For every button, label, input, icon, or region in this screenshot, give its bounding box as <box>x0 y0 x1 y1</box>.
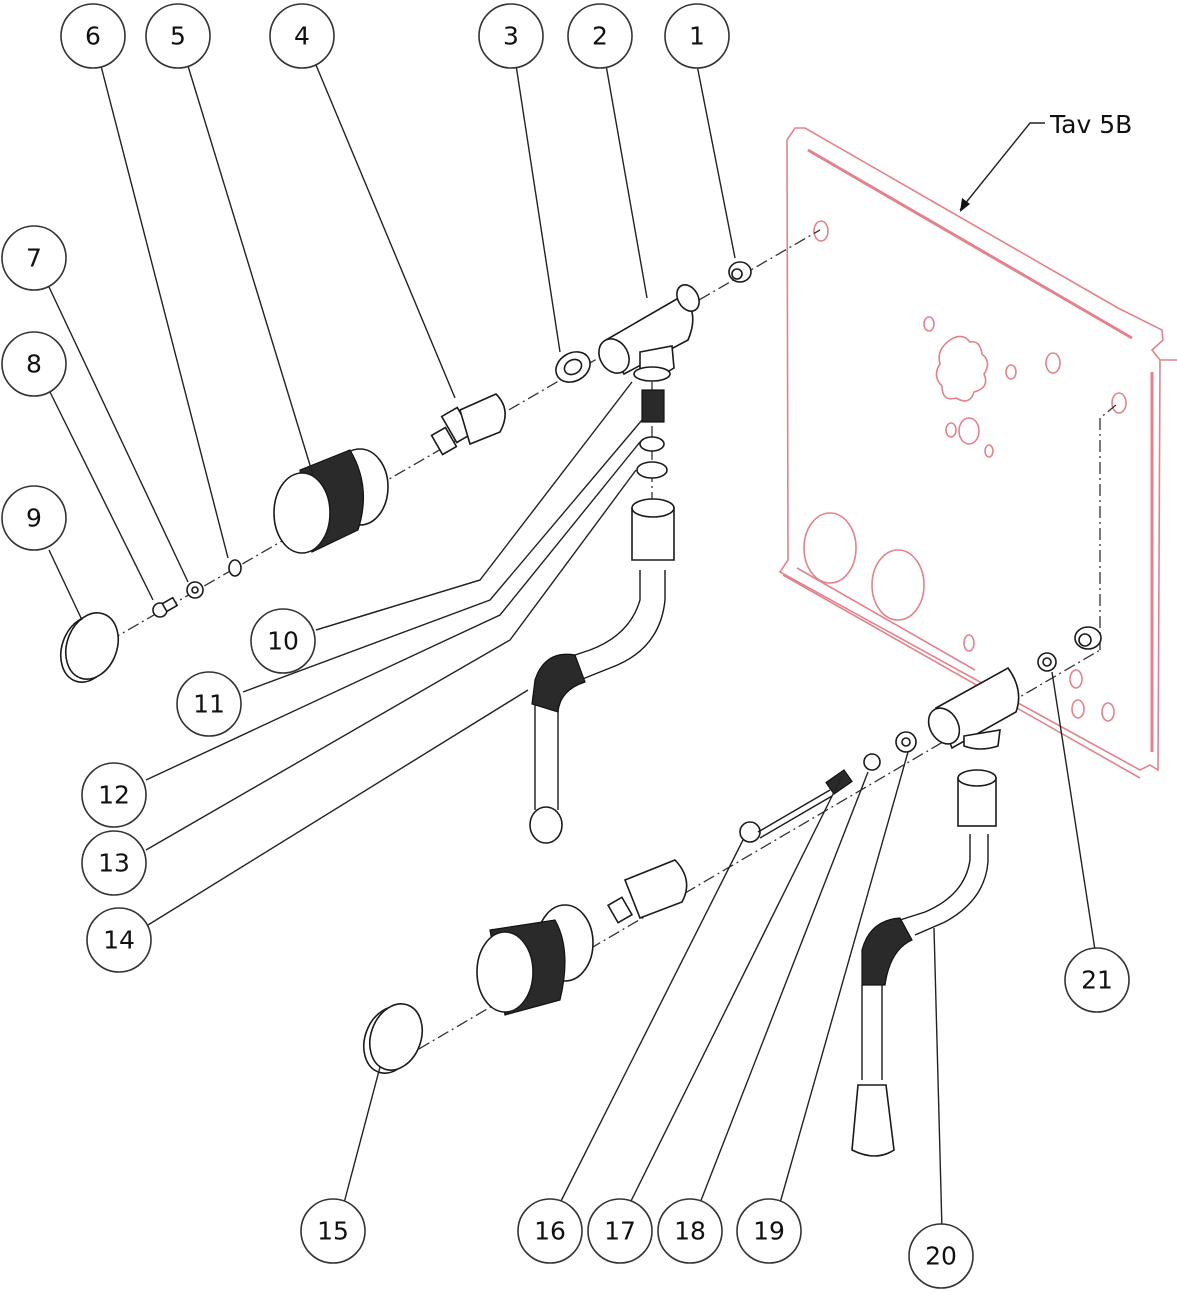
callout-4: 4 <box>269 3 335 69</box>
svg-text:19: 19 <box>753 1217 785 1246</box>
callout-11: 11 <box>176 671 242 737</box>
svg-text:9: 9 <box>26 504 42 533</box>
part-1-fitting <box>728 261 752 283</box>
part-6-washer <box>228 559 242 577</box>
callout-14: 14 <box>86 907 152 973</box>
part-tee-lower <box>927 666 1020 750</box>
svg-text:16: 16 <box>534 1217 566 1246</box>
part-19-washer <box>895 731 917 753</box>
callout-12: 12 <box>81 762 147 828</box>
callout-7: 7 <box>1 225 67 291</box>
callout-15: 15 <box>300 1198 366 1264</box>
svg-text:6: 6 <box>85 22 101 51</box>
part-3-nut <box>555 351 591 383</box>
svg-text:1: 1 <box>689 22 705 51</box>
callout-5: 5 <box>145 3 211 69</box>
callout-10: 10 <box>250 608 316 674</box>
svg-text:5: 5 <box>170 22 186 51</box>
callout-13: 13 <box>81 830 147 896</box>
callout-19: 19 <box>736 1198 802 1264</box>
svg-text:18: 18 <box>674 1217 706 1246</box>
svg-text:12: 12 <box>98 781 130 810</box>
svg-text:20: 20 <box>925 1242 957 1271</box>
callout-18: 18 <box>657 1198 723 1264</box>
svg-text:7: 7 <box>26 244 42 273</box>
part-2-tee-body <box>598 284 700 376</box>
part-11-spring <box>641 389 665 423</box>
svg-text:11: 11 <box>193 690 225 719</box>
callout-2: 2 <box>567 3 633 69</box>
panel-tav-5b <box>778 127 1177 779</box>
svg-text:4: 4 <box>294 22 310 51</box>
part-8-screw <box>152 596 179 618</box>
callout-1: 1 <box>664 3 730 69</box>
part-5-knob <box>273 448 389 554</box>
svg-text:21: 21 <box>1081 966 1113 995</box>
callout-17: 17 <box>587 1198 653 1264</box>
reference-callout-tav-5b: Tav 5B <box>959 110 1132 212</box>
part-18-washer <box>863 753 881 771</box>
callout-8: 8 <box>1 331 67 397</box>
svg-text:2: 2 <box>592 22 608 51</box>
part-15-cap <box>362 1003 424 1074</box>
callout-3: 3 <box>478 3 544 69</box>
part-21-washer <box>1037 652 1057 672</box>
part-12-seal <box>639 436 665 452</box>
callout-21: 21 <box>1064 947 1130 1013</box>
svg-text:10: 10 <box>267 627 299 656</box>
part-4-valve-spindle <box>430 393 506 456</box>
svg-text:14: 14 <box>103 926 135 955</box>
svg-text:8: 8 <box>26 350 42 379</box>
part-13-ring <box>636 461 668 479</box>
part-16-washer <box>739 821 761 843</box>
part-10-oring <box>633 366 671 382</box>
svg-text:13: 13 <box>98 849 130 878</box>
callout-20: 20 <box>908 1223 974 1289</box>
part-knob-lower <box>476 904 594 1016</box>
callout-16: 16 <box>517 1198 583 1264</box>
svg-text:15: 15 <box>317 1217 349 1246</box>
reference-label: Tav 5B <box>1049 110 1132 139</box>
leader-lines <box>48 64 1096 1231</box>
part-9-cap <box>59 612 120 683</box>
callout-9: 9 <box>1 485 67 551</box>
callout-6: 6 <box>60 3 126 69</box>
part-7-washer <box>186 581 204 599</box>
svg-text:3: 3 <box>503 22 519 51</box>
svg-text:17: 17 <box>604 1217 636 1246</box>
part-20-pipe <box>851 769 997 1157</box>
part-spindle-lower <box>606 859 688 924</box>
part-fitting-lower <box>1074 626 1102 650</box>
part-14-pipe <box>529 498 675 844</box>
